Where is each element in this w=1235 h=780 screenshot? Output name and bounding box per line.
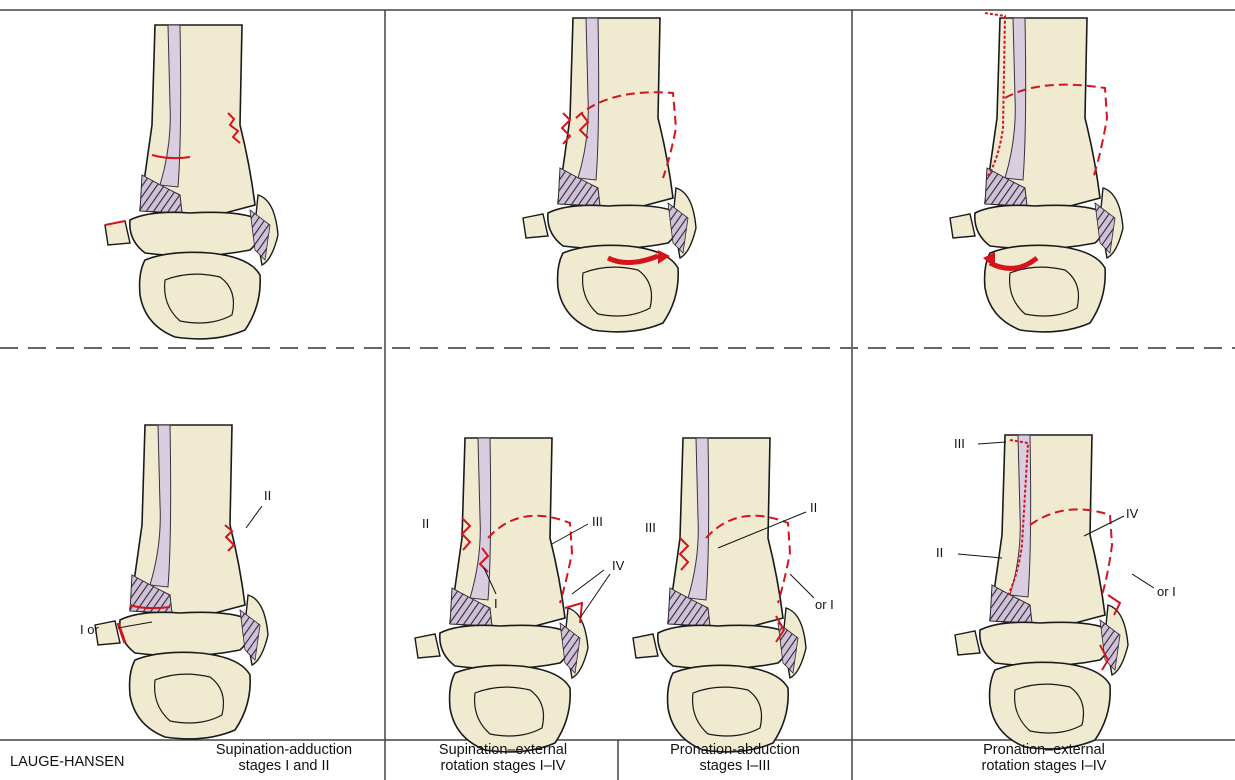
ankle-supination-external-rotation-top: [523, 18, 696, 332]
caption-classification: LAUGE-HANSEN: [10, 754, 124, 770]
leader-or-i-p4: [1132, 574, 1154, 588]
stage-label-i-or-p1: I or: [80, 622, 99, 637]
caption-pronation-abduction: Pronation-abduction stages I–III: [622, 742, 848, 774]
ankle-pronation-external-rotation-top: [950, 13, 1123, 332]
stage-label-iii-p4: III: [954, 436, 965, 451]
leader-ii-p1: [246, 506, 262, 528]
leader-iv-p2b: [580, 574, 610, 618]
ankle-supination-external-rotation-bottom: [415, 438, 588, 752]
stage-label-ii-p4: II: [936, 545, 943, 560]
stage-label-iv-p2: IV: [612, 558, 625, 573]
stage-label-iii-p3: III: [645, 520, 656, 535]
stage-label-iii-p2: III: [592, 514, 603, 529]
stage-label-ii-p2: II: [422, 516, 429, 531]
caption-supination-adduction: Supination-adduction stages I and II: [186, 742, 382, 774]
stage-label-or-i-p3: or I: [815, 597, 834, 612]
ankle-supination-adduction-top: [105, 25, 278, 339]
leader-ii-p4: [958, 554, 1002, 558]
ankle-supination-adduction-bottom: [95, 425, 268, 739]
leader-iii-p2: [552, 524, 588, 544]
ankle-pronation-abduction-bottom: [633, 438, 806, 752]
leader-or-i-p3: [790, 574, 814, 598]
leader-iii-p4: [978, 442, 1006, 444]
stage-label-or-i-p4: or I: [1157, 584, 1176, 599]
stage-label-ii-p3: II: [810, 500, 817, 515]
stage-label-iv-p4: IV: [1126, 506, 1139, 521]
stage-label-i-p2: I: [494, 596, 498, 611]
caption-pronation-external-rotation: Pronation–external rotation stages I–IV: [856, 742, 1232, 774]
stage-label-ii-p1: II: [264, 488, 271, 503]
ankle-pronation-external-rotation-bottom: [955, 435, 1128, 749]
caption-supination-external-rotation: Supination–external rotation stages I–IV: [390, 742, 616, 774]
